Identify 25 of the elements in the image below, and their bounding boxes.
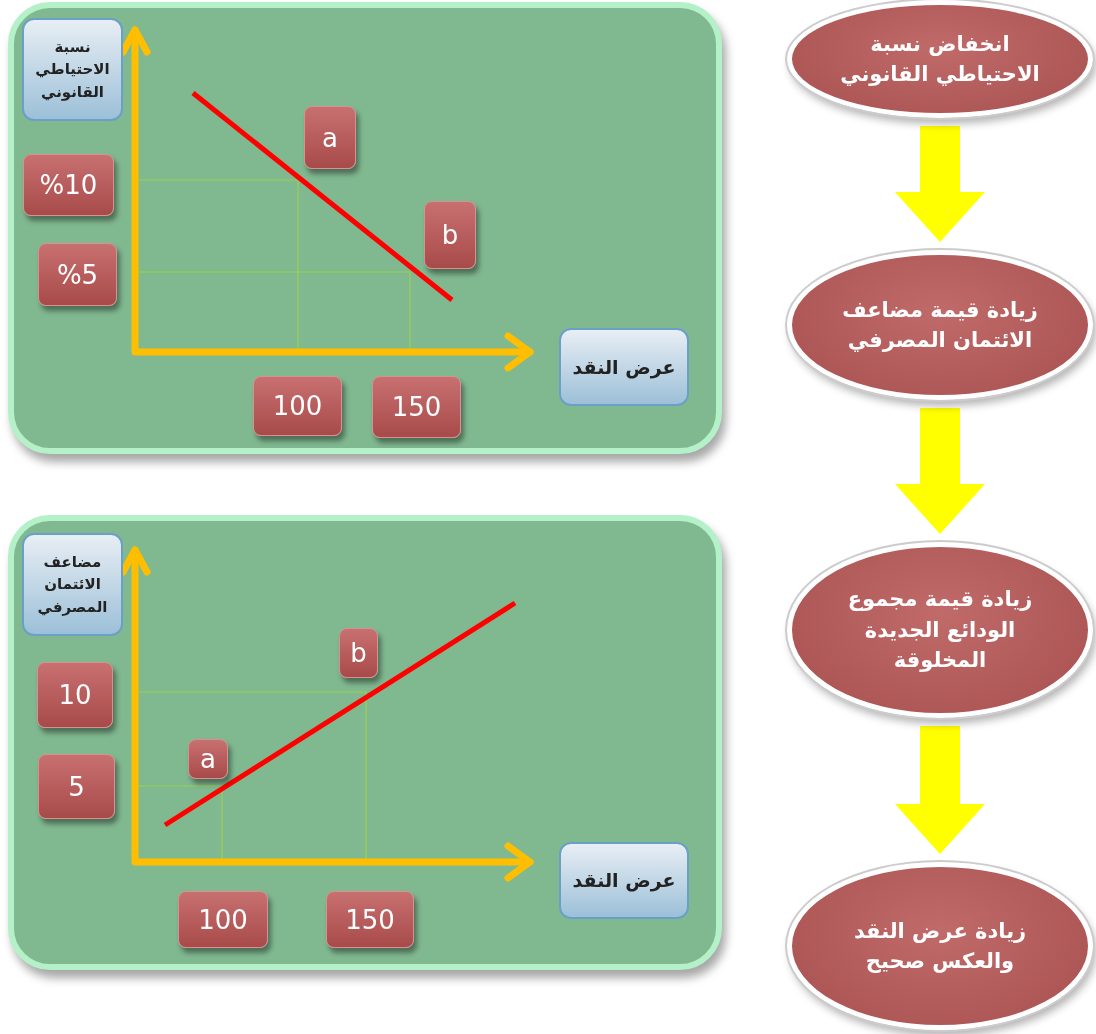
value-label: 100: [253, 376, 342, 436]
chart-panel: [8, 515, 722, 970]
value-label: 10: [37, 662, 113, 728]
value-label: b: [424, 201, 476, 269]
value-label: 100: [178, 891, 268, 948]
axis-title: عرض النقد: [559, 328, 689, 406]
process-ellipse: زيادة عرض النقد والعكس صحيح: [787, 862, 1093, 1030]
arrow: [895, 408, 985, 534]
axis-title: مضاعف الائتمان المصرفي: [22, 533, 123, 636]
process-ellipse: زيادة قيمة مضاعف الائتمان المصرفي: [787, 250, 1093, 400]
value-label: 150: [326, 891, 414, 948]
process-ellipse: زيادة قيمة مجموع الودائع الجديدة المخلوقة: [787, 542, 1093, 718]
axis-title: عرض النقد: [559, 842, 689, 919]
value-label: %10: [23, 154, 114, 216]
axis-title: نسبة الاحتياطي القانوني: [22, 18, 123, 121]
arrow: [895, 126, 985, 242]
arrow: [895, 726, 985, 854]
value-label: 5: [38, 754, 115, 819]
value-label: a: [188, 739, 228, 779]
process-ellipse: انخفاض نسبة الاحتياطي القانوني: [787, 0, 1093, 118]
value-label: 150: [372, 376, 461, 438]
value-label: %5: [38, 243, 117, 306]
value-label: a: [304, 106, 356, 169]
chart-panel: [8, 2, 722, 454]
value-label: b: [339, 628, 378, 678]
